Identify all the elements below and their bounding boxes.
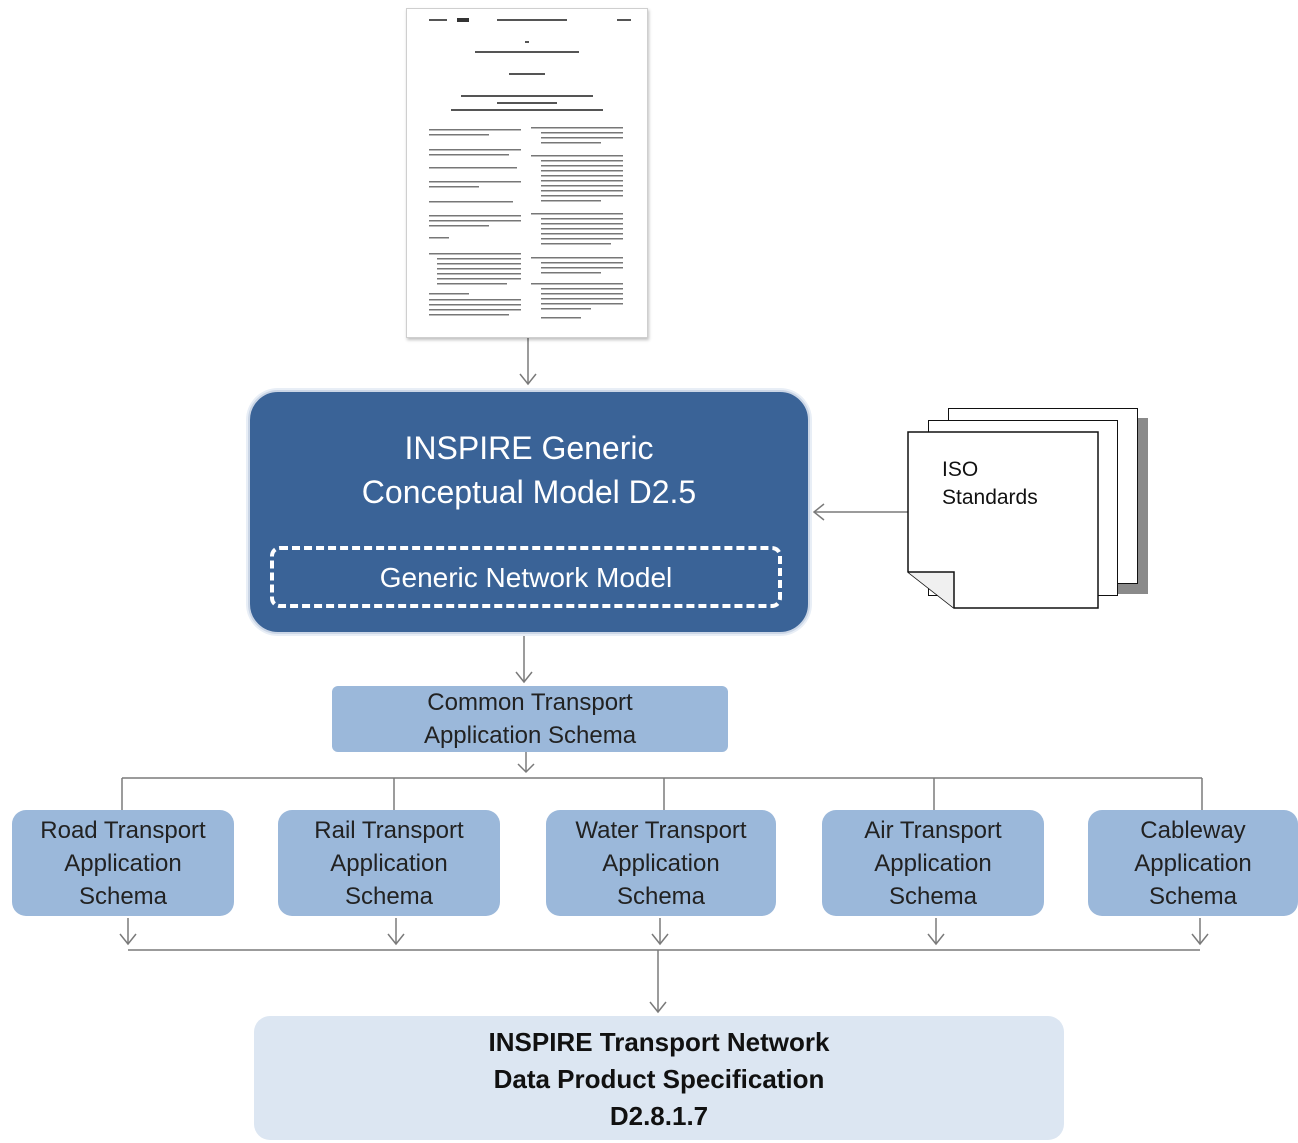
- document-text-lines: [429, 18, 631, 319]
- rail-transport-schema-box: Rail Transport Application Schema: [278, 810, 500, 916]
- transport-network-data-spec-label: INSPIRE Transport Network Data Product S…: [488, 1027, 830, 1131]
- water-transport-schema-label: Water Transport Application Schema: [575, 816, 747, 910]
- cableway-schema-label: Cableway Application Schema: [1134, 816, 1252, 910]
- iso-standards-label: ISO Standards: [942, 458, 1038, 509]
- generic-conceptual-model-box: INSPIRE Generic Conceptual Model D2.5: [248, 390, 810, 634]
- generic-conceptual-model-title: INSPIRE Generic Conceptual Model D2.5: [361, 430, 697, 510]
- common-transport-schema-box: Common Transport Application Schema: [332, 686, 728, 752]
- road-transport-schema-label: Road Transport Application Schema: [40, 816, 206, 910]
- water-transport-schema-box: Water Transport Application Schema: [546, 810, 776, 916]
- cableway-schema-box: Cableway Application Schema: [1088, 810, 1298, 916]
- directive-document-image: [406, 8, 648, 338]
- road-transport-schema-box: Road Transport Application Schema: [12, 810, 234, 916]
- air-transport-schema-label: Air Transport Application Schema: [864, 816, 1002, 910]
- air-transport-schema-box: Air Transport Application Schema: [822, 810, 1044, 916]
- common-transport-schema-label: Common Transport Application Schema: [423, 689, 637, 749]
- transport-network-data-spec-box: INSPIRE Transport Network Data Product S…: [254, 1016, 1064, 1140]
- generic-network-model-box: Generic Network Model: [270, 546, 782, 608]
- rail-transport-schema-label: Rail Transport Application Schema: [314, 816, 464, 910]
- iso-page-front: [907, 431, 1099, 609]
